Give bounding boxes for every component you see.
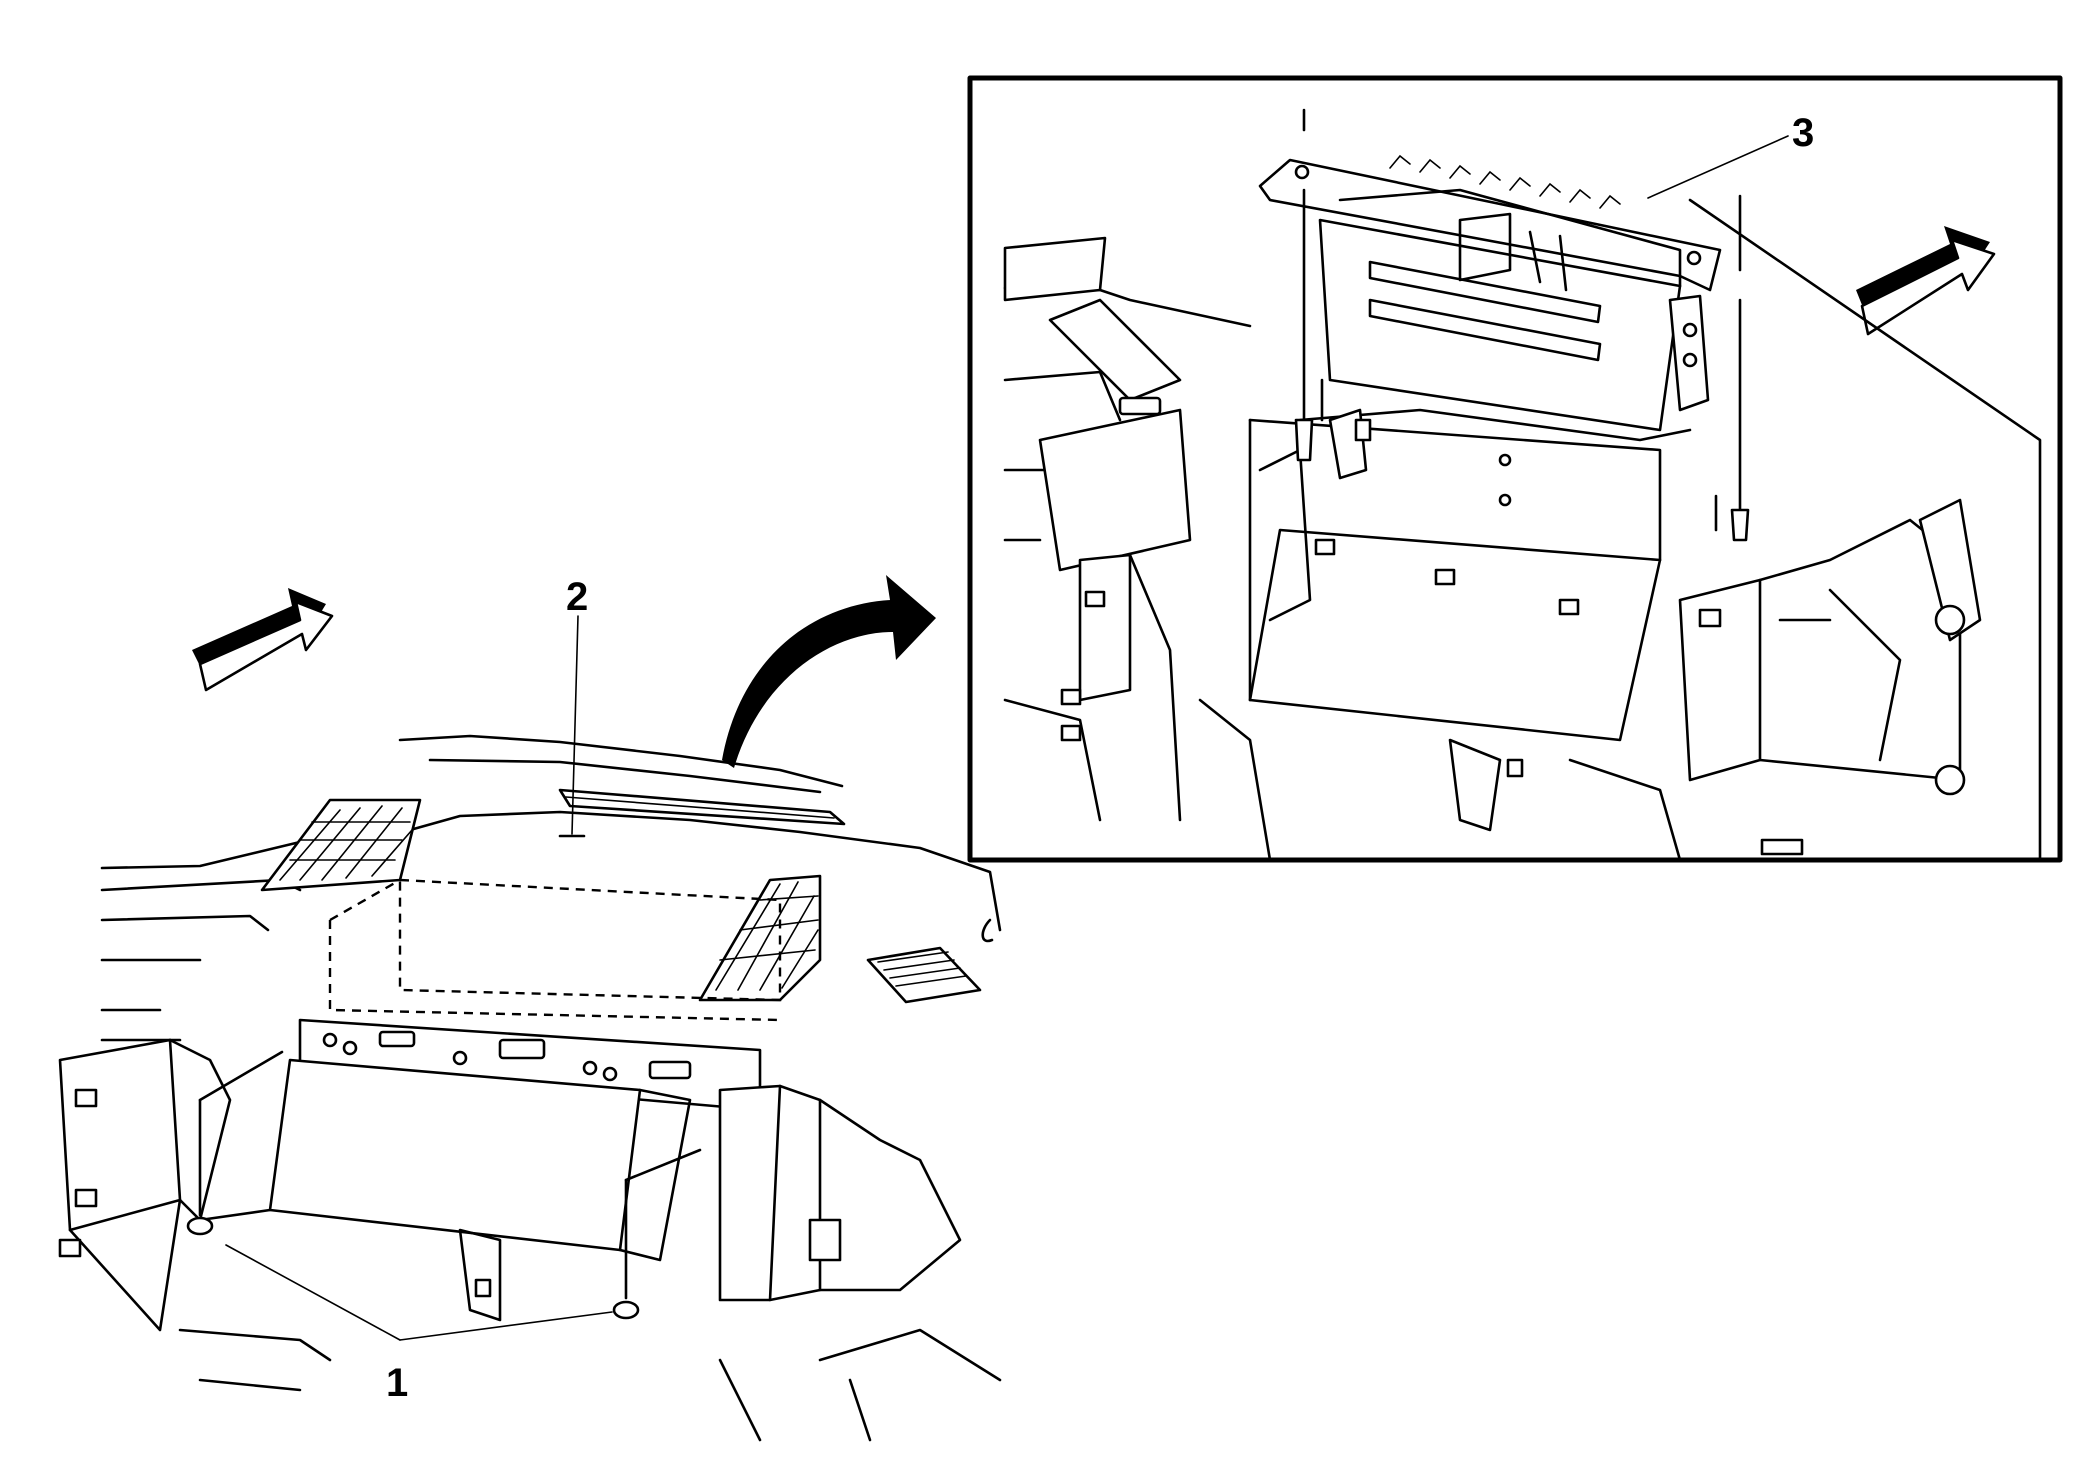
bracket-slots bbox=[322, 1030, 692, 1082]
fastener-bolt-left bbox=[186, 1050, 284, 1236]
airbag-inflator-module bbox=[1258, 154, 1722, 432]
transition-arrow-icon bbox=[722, 575, 936, 768]
direction-arrow-icon bbox=[192, 588, 334, 692]
mounting-studs bbox=[1294, 108, 1750, 542]
detail-view: 3 bbox=[967, 75, 2063, 863]
callout-1-label: 1 bbox=[386, 1361, 408, 1405]
airbag-door-hatch-left bbox=[260, 798, 422, 892]
fastener-bolt-right bbox=[612, 1148, 702, 1320]
airbag-door-hatch-right bbox=[698, 874, 822, 1002]
air-vent bbox=[866, 946, 982, 1004]
leader-line-1a bbox=[225, 1244, 401, 1341]
leader-line-3 bbox=[1647, 135, 1789, 199]
direction-arrow-icon bbox=[1856, 226, 1996, 336]
callout-3-label: 3 bbox=[1792, 111, 1814, 155]
callout-2-label: 2 bbox=[566, 575, 588, 619]
leader-line-2 bbox=[571, 615, 579, 835]
main-view: 1 2 bbox=[58, 575, 1002, 1442]
leader-line-1b bbox=[399, 1311, 613, 1341]
